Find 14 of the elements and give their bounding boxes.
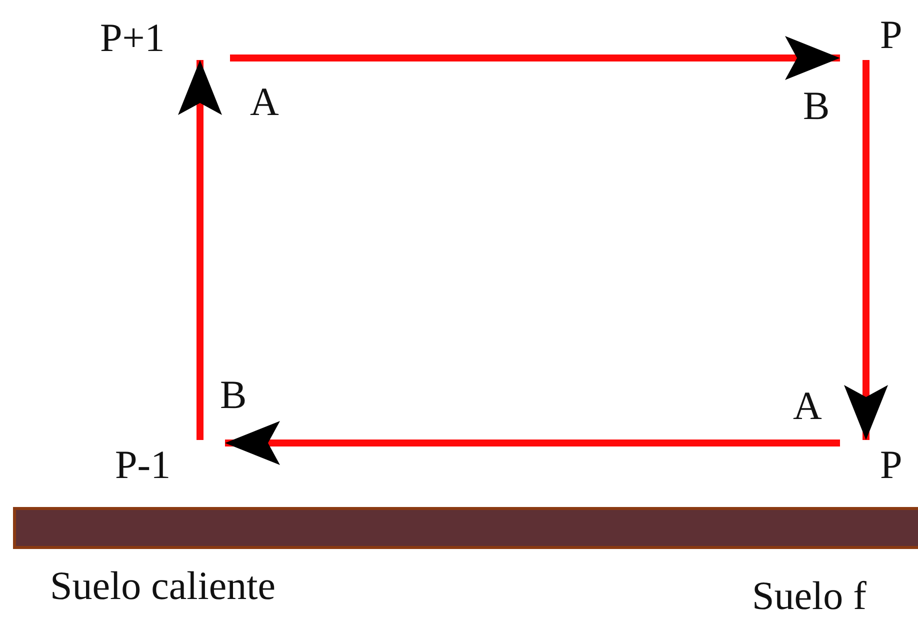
point-label: P-1	[110, 440, 225, 490]
arrow	[230, 36, 840, 80]
end-label: A	[793, 386, 822, 426]
end-label: B	[803, 86, 830, 126]
ground-label: Suelo caliente	[50, 566, 276, 606]
end-label: B	[220, 375, 247, 415]
arrow	[178, 60, 222, 440]
arrow	[844, 60, 888, 440]
point-label: P	[840, 10, 918, 60]
arrow	[225, 421, 840, 465]
end-label: A	[250, 82, 279, 122]
point-label: P	[840, 440, 918, 490]
ground-label: Suelo f	[752, 576, 866, 616]
point-label: P+1	[95, 15, 230, 60]
